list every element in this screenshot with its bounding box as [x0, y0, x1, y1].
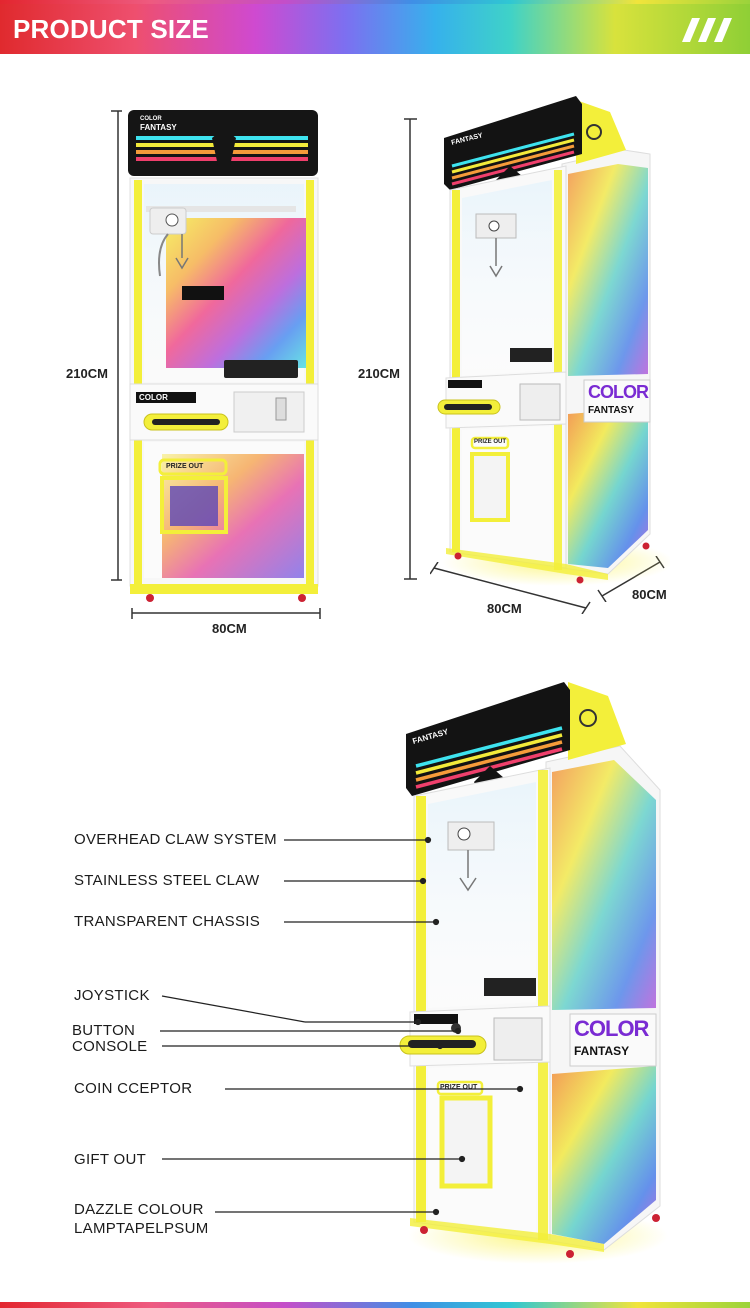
angle-depth-label: 80CM [632, 587, 667, 602]
page-title: PRODUCT SIZE [13, 14, 209, 44]
front-view-width-line [128, 608, 324, 620]
callout-button: BUTTON [72, 1022, 136, 1039]
front-height-label: 210CM [66, 366, 108, 381]
angle-claw-machine: FANTASY COLOR FANTASY PRIZE OUT [436, 94, 670, 588]
triple-slash-icon [682, 18, 732, 42]
front-topper-brand-name: FANTASY [140, 123, 177, 132]
bottom-rainbow-stripe [0, 1302, 750, 1308]
angle-side-logo-top: COLOR [588, 382, 649, 402]
front-view-height-line [108, 105, 122, 585]
callout-console: CONSOLE [72, 1038, 148, 1055]
detail-side-logo-top: COLOR [574, 1016, 649, 1041]
callout-stainless-steel-claw: STAINLESS STEEL CLAW [74, 872, 260, 889]
callout-overhead-claw-system: OVERHEAD CLAW SYSTEM [74, 831, 277, 848]
front-claw-machine: COLOR FANTASY COLOR PRIZE OUT [126, 108, 322, 606]
callout-gift-out: GIFT OUT [74, 1151, 147, 1168]
callout-dazzle-colour: DAZZLE COLOUR [74, 1201, 204, 1218]
callout-lamptapelpsum: LAMPTAPELPSUM [74, 1220, 209, 1237]
callout-joystick: JOYSTICK [74, 987, 150, 1004]
top-rainbow-stripe [0, 0, 750, 4]
front-topper-brand-top: COLOR [140, 116, 162, 122]
front-console-logo: COLOR [139, 393, 168, 402]
angle-height-label: 210CM [358, 366, 400, 381]
angle-view-height-line [404, 117, 418, 583]
detail-claw-machine: FANTASY COLOR FANTASY PRIZE OUT [398, 678, 678, 1268]
front-prize-out-label: PRIZE OUT [166, 463, 204, 470]
callout-coin-acceptor: COIN CCEPTOR [74, 1080, 193, 1097]
detail-side-logo-bottom: FANTASY [574, 1044, 630, 1058]
header-bar: PRODUCT SIZE [0, 4, 750, 54]
callout-transparent-chassis: TRANSPARENT CHASSIS [74, 913, 261, 930]
angle-view-width-line [430, 562, 592, 614]
angle-width-label: 80CM [487, 601, 522, 616]
detail-prize-out-label: PRIZE OUT [440, 1084, 478, 1091]
angle-prize-out-label: PRIZE OUT [474, 439, 507, 445]
front-width-label: 80CM [212, 621, 247, 636]
angle-side-logo-bottom: FANTASY [588, 405, 634, 416]
